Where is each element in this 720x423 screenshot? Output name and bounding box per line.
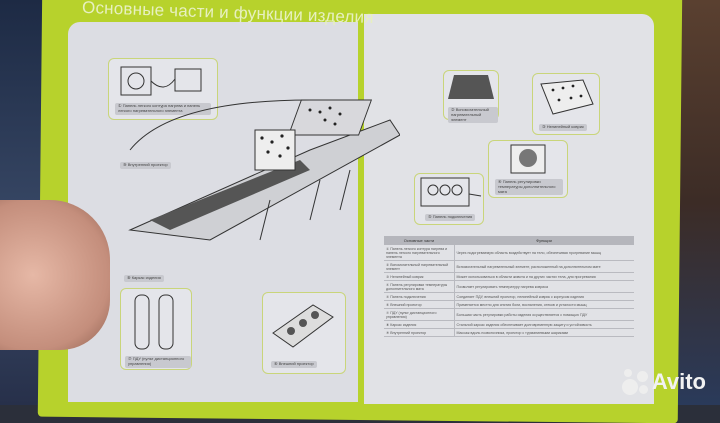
table-header: Основные части xyxy=(384,236,454,245)
part-cell: ⑨ Внутренний проектор xyxy=(384,328,455,337)
aux-heater-box: ② Вспомогательный нагревательный элемент xyxy=(443,70,499,124)
heating-panel-illustration xyxy=(120,66,202,96)
connection-panel-box: ⑤ Панель подключения xyxy=(414,173,484,225)
part-cell: ⑥ Внешний проектор xyxy=(384,300,455,309)
outer-projector-illustration xyxy=(272,304,334,348)
frame-label: ⑧ Каркас изделия xyxy=(124,275,164,282)
function-cell: Может использоваться в области живота и … xyxy=(454,272,634,281)
function-cell: Применяется местно для снятия боли, восп… xyxy=(454,300,634,309)
nonlinear-mat-illustration xyxy=(540,79,594,115)
inner-projector-label: ⑨ Внутренний проектор xyxy=(120,162,171,169)
right-page xyxy=(364,14,654,404)
nonlinear-mat-box: ③ Нелинейный коврик xyxy=(532,73,600,135)
table-row: ④ Панель регулировки температуры дополни… xyxy=(384,280,634,293)
avito-logo-icon xyxy=(621,369,648,395)
function-cell: Большая часть регулировки работы изделия… xyxy=(454,308,634,321)
part-cell: ⑦ ПДУ (пульт дистанционного управления) xyxy=(384,308,455,321)
outer-projector-box: ⑥ Внешний проектор xyxy=(262,292,346,374)
table-row: ① Панель легкого контура нагрева и панел… xyxy=(384,245,634,261)
table-header: Функции xyxy=(454,236,634,245)
table-row: ⑦ ПДУ (пульт дистанционного управления)Б… xyxy=(384,308,634,321)
part-cell: ② Вспомогательный нагревательный элемент xyxy=(384,260,455,273)
heating-panel-box: ① Панель легкого контура нагрева и панел… xyxy=(108,58,218,120)
part-cell: ⑤ Панель подключения xyxy=(384,292,455,301)
function-cell: Стальной каркас изделия обеспечивает дол… xyxy=(454,320,634,329)
remote-illustration xyxy=(134,294,174,350)
function-cell: Позволяет регулировать температуру нагре… xyxy=(454,280,634,293)
hand xyxy=(0,200,110,350)
parts-functions-table: Основные части Функции ① Панель легкого … xyxy=(384,236,634,337)
remote-box: ⑦ ПДУ (пульт дистанционного управления) xyxy=(120,288,192,370)
aux-heater-illustration xyxy=(448,75,494,99)
function-cell: Вспомогательный нагревательный элемент, … xyxy=(454,260,634,273)
function-cell: Соединяет ПДУ, внешний проектор, нелиней… xyxy=(454,292,634,301)
table-row: ② Вспомогательный нагревательный элемент… xyxy=(384,260,634,273)
part-cell: ① Панель легкого контура нагрева и панел… xyxy=(384,245,455,261)
massage-bed-illustration xyxy=(128,99,400,241)
connection-panel-illustration xyxy=(420,177,482,207)
function-cell: Массаж вдоль позвоночника, проектор с ту… xyxy=(454,328,634,337)
avito-watermark: Avito xyxy=(621,369,706,395)
part-cell: ④ Панель регулировки температуры дополни… xyxy=(384,280,455,293)
part-cell: ⑧ Каркас изделия xyxy=(384,320,455,329)
part-cell: ③ Нелинейный коврик xyxy=(384,272,455,281)
temp-panel-illustration xyxy=(510,144,546,174)
function-cell: Через подогреваемую область воздействует… xyxy=(454,245,634,261)
temp-panel-box: ④ Панель регулировки температуры дополни… xyxy=(488,140,568,198)
